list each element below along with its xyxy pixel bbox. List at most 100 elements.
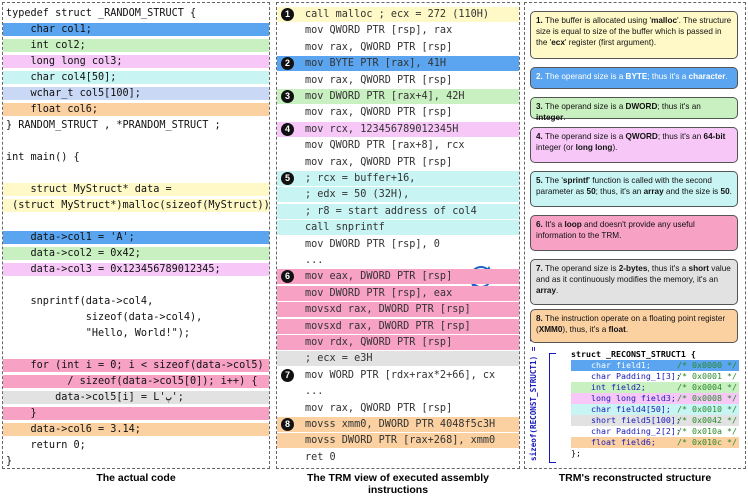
code-line: wchar_t col5[100];	[3, 87, 269, 100]
asm-line: ; r8 = start address of col4	[277, 203, 519, 219]
asm-line: mov DWORD PTR [rsp], 0	[305, 238, 440, 250]
code-line: data->col2 = 0x42;	[3, 247, 269, 260]
asm-line: mov QWORD PTR [rax+8], rcx	[305, 140, 465, 152]
asm-line: call snprintf	[277, 220, 519, 236]
asm-line: mov rax, QWORD PTR [rsp]	[305, 107, 453, 119]
struct-line: char Padding_2[2];/* 0x010a */	[571, 426, 739, 437]
struct-line: char field4[50]; /* 0x0010 */	[571, 404, 739, 415]
code-line	[3, 215, 269, 228]
caption-trm-view: The TRM view of executed assembly instru…	[306, 472, 490, 496]
code-line	[3, 167, 269, 180]
struct-size-label: sizeof(RECONST_STRUCT1) = 110H	[529, 323, 538, 461]
code-line: "Hello, World!");	[6, 328, 191, 339]
struct-offset: /* 0x010a */	[677, 426, 737, 436]
asm-line: mov rax, QWORD PTR [rsp]	[305, 74, 453, 86]
asm-line: mov DWORD PTR [rsp], eax	[277, 285, 519, 301]
asm-line: mov eax, DWORD PTR [rsp]	[277, 269, 519, 285]
asm-line: mov BYTE PTR [rax], 41H	[277, 56, 519, 72]
struct-offset: /* 0x0010 */	[677, 404, 737, 414]
struct-size-bracket	[549, 353, 556, 463]
code-line: for (int i = 0; i < sizeof(data->col5)	[3, 359, 269, 372]
asm-line: mov DWORD PTR [rax+4], 42H	[277, 89, 519, 104]
asm-line: mov rax, QWORD PTR [rsp]	[305, 41, 453, 53]
struct-field: char field4[50];	[571, 404, 671, 414]
struct-offset: /* 0x0000 */	[677, 360, 737, 370]
asm-line: ...	[305, 255, 324, 266]
struct-field: float field6;	[571, 437, 656, 447]
struct-line: struct _RECONST_STRUCT1 {	[571, 349, 739, 360]
code-line: data->col1 = 'A';	[3, 231, 269, 244]
explanation-box: 4. The operand size is a QWORD; thus it'…	[530, 127, 738, 163]
explanation-box: 8. The instruction operate on a floating…	[530, 309, 738, 343]
asm-line: movss xmm0, DWORD PTR 4048f5c3H	[277, 417, 519, 432]
code-line: }	[3, 407, 269, 420]
code-line: int main() {	[6, 152, 80, 163]
step-badge: 6	[281, 270, 294, 284]
asm-line: mov rax, QWORD PTR [rsp]	[305, 156, 453, 168]
code-line: typedef struct _RANDOM_STRUCT {	[6, 8, 197, 19]
struct-line: char Padding_1[3];/* 0x0001 */	[571, 371, 739, 382]
code-line	[3, 343, 269, 356]
struct-offset: /* 0x0004 */	[677, 382, 737, 392]
code-line: char col1;	[3, 23, 269, 36]
struct-line: long long field3;/* 0x0008 */	[571, 393, 739, 404]
struct-line: int field2; /* 0x0004 */	[571, 382, 739, 393]
code-line: struct MyStruct* data =	[3, 183, 269, 196]
struct-line: };	[571, 448, 739, 459]
asm-line: mov WORD PTR [rdx+rax*2+66], cx	[305, 369, 496, 381]
step-badge: 8	[281, 418, 294, 431]
struct-offset: /* 0x0001 */	[677, 371, 737, 381]
code-line: return 0;	[6, 440, 86, 451]
code-line: }	[6, 456, 13, 467]
code-line: / sizeof(data->col5[0]); i++) {	[3, 375, 269, 388]
asm-line: mov rax, QWORD PTR [rsp]	[305, 402, 453, 414]
struct-field: };	[571, 448, 581, 458]
code-line: data->col6 = 3.14;	[3, 423, 269, 436]
explanation-box: 5. The 'sprintf' function is called with…	[530, 171, 738, 207]
code-line: long long col3;	[3, 55, 269, 68]
struct-field: char Padding_2[2];	[571, 426, 681, 436]
code-line: int col2;	[3, 39, 269, 52]
code-line: snprintf(data->col4,	[6, 296, 154, 307]
asm-line: ; rcx = buffer+16,	[277, 171, 519, 186]
struct-offset: /* 0x0008 */	[677, 393, 737, 403]
step-badge: 5	[281, 172, 294, 185]
asm-line: ; edx = 50 (32H),	[277, 187, 519, 203]
explanation-box: 3. The operand size is a DWORD; thus it'…	[530, 97, 738, 122]
asm-line: ; ecx = e3H	[277, 351, 519, 367]
asm-line: mov rcx, 123456789012345H	[277, 121, 519, 137]
caption-actual-code: The actual code	[96, 472, 176, 484]
explanation-box: 7. The operand size is 2-bytes, thus it'…	[530, 259, 738, 305]
code-line: float col6;	[3, 103, 269, 116]
code-line: (struct MyStruct*)malloc(sizeof(MyStruct…	[3, 199, 269, 212]
caption-reconstructed: TRM's reconstructed structure	[558, 472, 712, 484]
step-badge: 3	[281, 90, 294, 103]
explanation-box: 2. The operand size is a BYTE; thus it's…	[530, 67, 738, 89]
code-line: } RANDOM_STRUCT , *PRANDOM_STRUCT ;	[6, 120, 221, 131]
struct-field: int field2;	[571, 382, 646, 392]
struct-line: char field1;/* 0x0000 */	[571, 360, 739, 371]
code-line	[3, 279, 269, 292]
step-badge: 7	[281, 368, 294, 382]
step-badge: 2	[281, 57, 294, 71]
struct-field: short field5[100];	[571, 415, 681, 425]
struct-field: long long field3;	[571, 393, 676, 403]
code-line: data->col5[i] = L'پ';	[3, 391, 269, 404]
code-line	[3, 135, 269, 148]
struct-line: short field5[100];/* 0x0042 */	[571, 415, 739, 426]
asm-line: mov QWORD PTR [rsp], rax	[305, 25, 453, 37]
struct-field: char Padding_1[3];	[571, 371, 681, 381]
asm-line: mov rdx, QWORD PTR [rsp]	[277, 335, 519, 350]
step-badge: 4	[281, 122, 294, 136]
step-badge: 1	[281, 8, 294, 21]
explanation-box: 1. The buffer is allocated using 'malloc…	[530, 11, 738, 59]
actual-code-panel: typedef struct _RANDOM_STRUCT { char col…	[2, 2, 270, 469]
explanation-box: 6. It's a loop and doesn't provide any u…	[530, 215, 738, 251]
struct-line: float field6;/* 0x010c */	[571, 437, 739, 448]
reconstructed-structure-panel: sizeof(RECONST_STRUCT1) = 110H 1. The bu…	[524, 2, 746, 469]
code-line: data->col3 = 0x123456789012345;	[3, 263, 269, 276]
asm-line: ret 0	[305, 451, 336, 463]
code-line: sizeof(data->col4),	[6, 312, 203, 323]
struct-field: struct _RECONST_STRUCT1 {	[571, 349, 696, 359]
